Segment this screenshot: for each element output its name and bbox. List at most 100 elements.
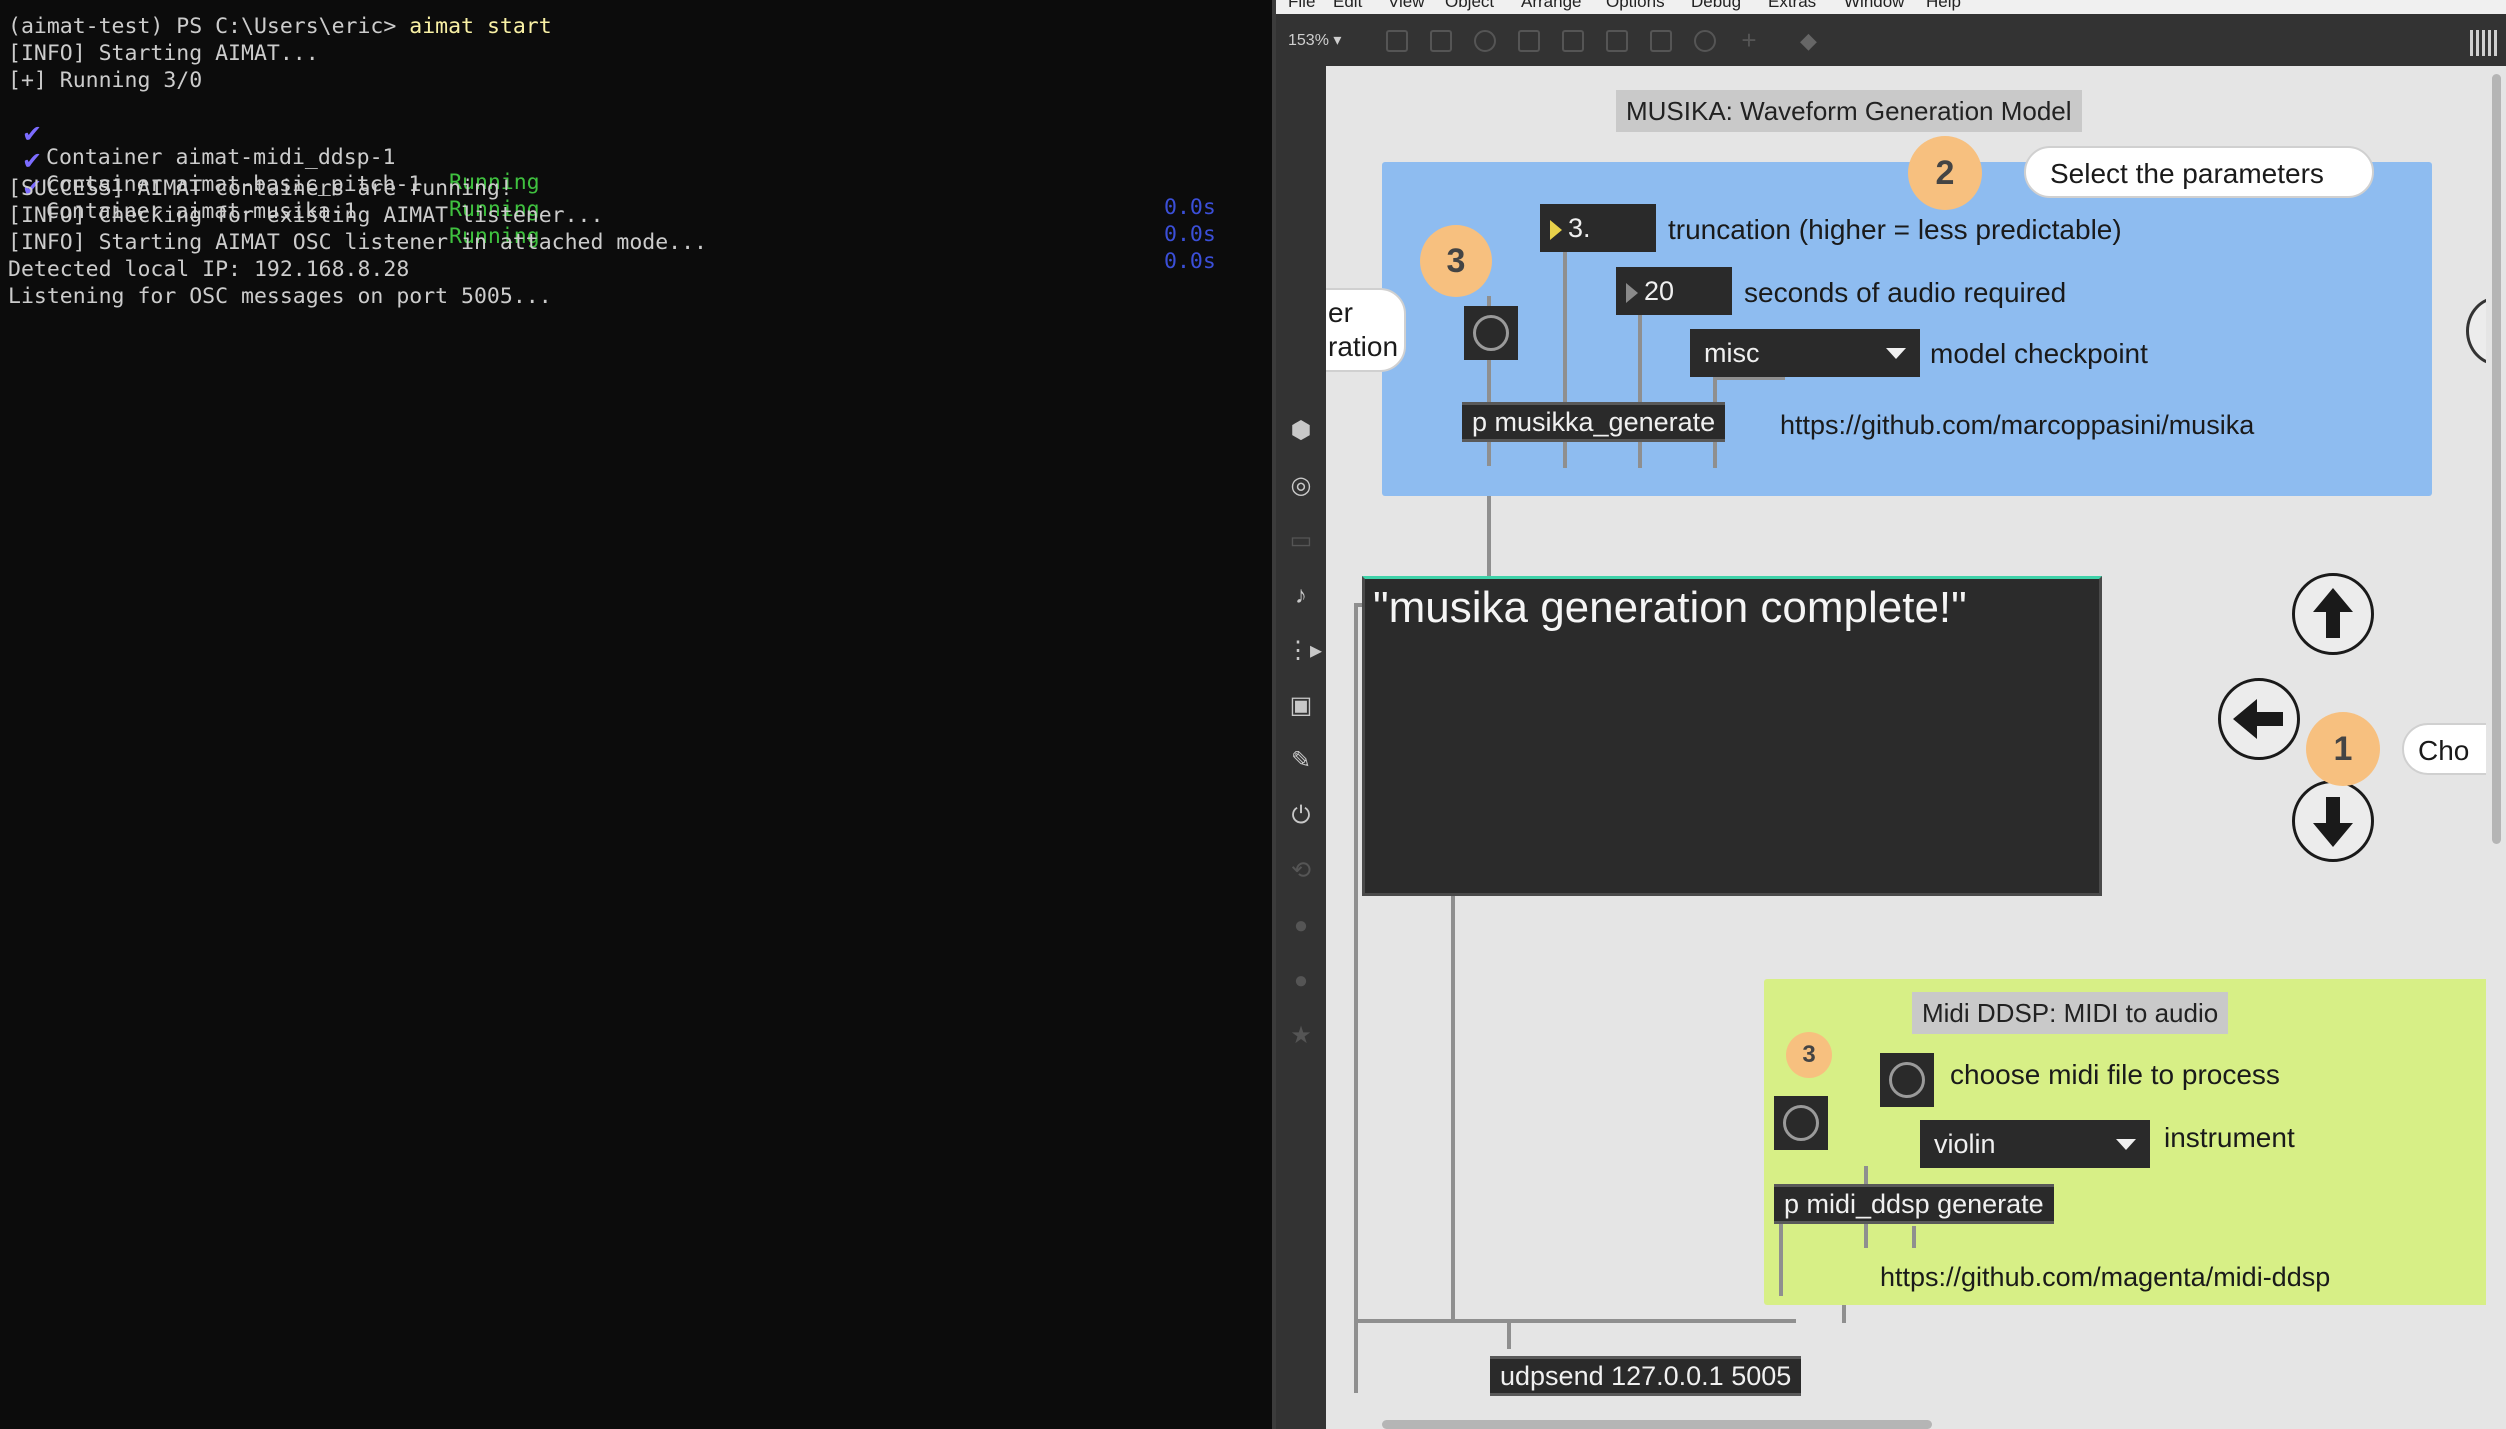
udpsend-object[interactable]: udpsend 127.0.0.1 5005 — [1490, 1356, 1802, 1396]
step-badge: 3 — [1786, 1032, 1832, 1078]
sequencer-icon[interactable]: ⋮▸ — [1286, 637, 1323, 664]
musika-github-link[interactable]: https://github.com/marcoppasini/musika — [1780, 410, 2255, 440]
step-badge: 2 — [1908, 136, 1982, 210]
menu-view[interactable]: View — [1388, 0, 1425, 11]
menu-help[interactable]: Help — [1926, 0, 1961, 11]
container-status: Running — [449, 170, 540, 195]
play-icon[interactable] — [1606, 30, 1628, 52]
midi-ddsp-generate-object[interactable]: p midi_ddsp generate — [1774, 1184, 2054, 1224]
vertical-scrollbar[interactable] — [2486, 66, 2506, 1429]
chevron-down-icon — [1886, 348, 1906, 359]
seconds-value: 20 — [1644, 276, 1675, 306]
ddsp-generate-bang[interactable] — [1774, 1096, 1828, 1150]
object-icon[interactable] — [1430, 30, 1452, 52]
patch-cord — [1487, 296, 1491, 466]
ddsp-title: Midi DDSP: MIDI to audio — [1912, 992, 2229, 1034]
generate-bang[interactable] — [1464, 306, 1518, 360]
checkmark-icon: ✔ — [22, 174, 43, 202]
seconds-number[interactable]: 20 — [1616, 267, 1732, 315]
up-arrow-button[interactable] — [2292, 573, 2374, 655]
container-name: Container aimat-musika-1 — [46, 199, 357, 224]
container-time: 0.0s — [1164, 222, 1216, 247]
menu-edit[interactable]: Edit — [1333, 0, 1363, 11]
scroll-thumb[interactable] — [2492, 74, 2501, 844]
paint-bucket-icon[interactable]: ◆ — [1800, 28, 1817, 53]
menu-options[interactable]: Options — [1606, 0, 1665, 11]
left-arrow-button[interactable] — [2218, 678, 2300, 760]
patch-cord — [1713, 376, 1785, 380]
container-row: ✔ Container aimat-musika-1 Running 0.0s — [0, 149, 1216, 299]
terminal-prompt-line: (aimat-test) PS C:\Users\eric> aimat sta… — [8, 14, 552, 39]
checkmark-icon: ✔ — [22, 147, 43, 175]
patch-cord — [1779, 1216, 1783, 1296]
instrument-menu[interactable]: violin — [1920, 1120, 2150, 1168]
cube-icon[interactable]: ⬢ — [1290, 417, 1312, 444]
choose-midi-bang[interactable] — [1880, 1053, 1934, 1107]
target-icon[interactable]: ◎ — [1290, 472, 1312, 499]
window-divider[interactable] — [1272, 0, 1276, 1429]
plus-icon[interactable]: + — [1741, 25, 1757, 55]
bang-icon[interactable] — [1562, 30, 1584, 52]
offscreen-button[interactable] — [2466, 296, 2486, 366]
menu-object[interactable]: Object — [1445, 0, 1495, 11]
menu-arrange[interactable]: Arrange — [1521, 0, 1582, 11]
terminal-line: Listening for OSC messages on port 5005.… — [8, 284, 552, 309]
checkpoint-value: misc — [1704, 338, 1760, 368]
seconds-label: seconds of audio required — [1744, 277, 2067, 308]
zoom-dropdown[interactable]: 153% ▾ — [1288, 32, 1342, 49]
plug-icon[interactable]: ⏻ — [1291, 802, 1311, 829]
ddsp-github-link[interactable]: https://github.com/magenta/midi-ddsp — [1880, 1262, 2331, 1292]
comment-icon[interactable] — [1474, 30, 1496, 52]
keyboard-icon[interactable]: ▭ — [1289, 527, 1313, 554]
prompt-prefix: (aimat-test) PS C:\Users\eric> — [8, 14, 410, 39]
terminal-window[interactable]: (aimat-test) PS C:\Users\eric> aimat sta… — [0, 0, 1272, 1429]
select-parameters-callout: Select the parameters — [2024, 146, 2374, 198]
patch-cord — [1638, 310, 1642, 468]
choose-midi-label: choose midi file to process — [1950, 1059, 2280, 1090]
left-sidebar: ⬢ ◎ ▭ ♪ ⋮▸ ▣ ✎ ⏻ ⟲ ● ● ★ — [1276, 66, 1326, 1429]
patch-cord — [1912, 1226, 1916, 1248]
truncation-label: truncation (higher = less predictable) — [1668, 214, 2122, 245]
container-time: 0.0s — [1164, 249, 1216, 274]
scroll-thumb[interactable] — [1382, 1420, 1932, 1429]
container-status: Running — [449, 224, 540, 249]
status-message[interactable]: "musika generation complete!" — [1362, 576, 2102, 896]
prompt-command: aimat start — [409, 14, 552, 39]
checkpoint-menu[interactable]: misc — [1690, 329, 1920, 377]
choose-callout: Cho — [2402, 723, 2486, 775]
checkpoint-label: model checkpoint — [1930, 338, 2148, 369]
container-time: 0.0s — [1164, 195, 1216, 220]
terminal-line: Detected local IP: 192.168.8.28 — [8, 257, 410, 282]
truncation-number[interactable]: 3. — [1540, 204, 1656, 252]
chevron-down-icon — [2116, 1139, 2136, 1150]
musikka-generate-object[interactable]: p musikka_generate — [1462, 402, 1726, 442]
menu-debug[interactable]: Debug — [1691, 0, 1742, 11]
paperclip-icon[interactable]: ✎ — [1290, 747, 1312, 774]
dial-icon[interactable] — [1694, 30, 1716, 52]
loop-icon[interactable]: ⟲ — [1290, 857, 1312, 884]
patch-cord — [1354, 1319, 1796, 1323]
music-note-icon[interactable]: ♪ — [1295, 582, 1307, 609]
step-badge: 3 — [1420, 225, 1492, 297]
terminal-line: [+] Running 3/0 — [8, 68, 203, 93]
menu-extras[interactable]: Extras — [1768, 0, 1817, 11]
menu-file[interactable]: File — [1288, 0, 1316, 11]
step-badge: 1 — [2306, 712, 2380, 786]
patcher-canvas[interactable]: MUSIKA: Waveform Generation Model 2 Sele… — [1326, 66, 2486, 1419]
container-name: Container aimat-basic_pitch-1 — [46, 172, 422, 197]
toggle-icon[interactable] — [1518, 30, 1540, 52]
image-icon[interactable]: ▣ — [1289, 692, 1313, 719]
vst-icon[interactable]: ● — [1293, 912, 1309, 939]
menu-window[interactable]: Window — [1844, 0, 1905, 11]
truncation-value: 3. — [1568, 213, 1591, 243]
star-icon[interactable]: ★ — [1290, 1022, 1312, 1049]
align-icon[interactable] — [1386, 30, 1408, 52]
terminal-line: [INFO] Starting AIMAT OSC listener in at… — [8, 230, 707, 255]
beap-icon[interactable]: ● — [1293, 967, 1309, 994]
horizontal-scrollbar[interactable] — [1326, 1419, 2486, 1429]
grid-icon[interactable] — [2470, 30, 2498, 56]
down-arrow-button[interactable] — [2292, 780, 2374, 862]
slider-icon[interactable] — [1650, 30, 1672, 52]
container-name: Container aimat-midi_ddsp-1 — [46, 145, 396, 170]
